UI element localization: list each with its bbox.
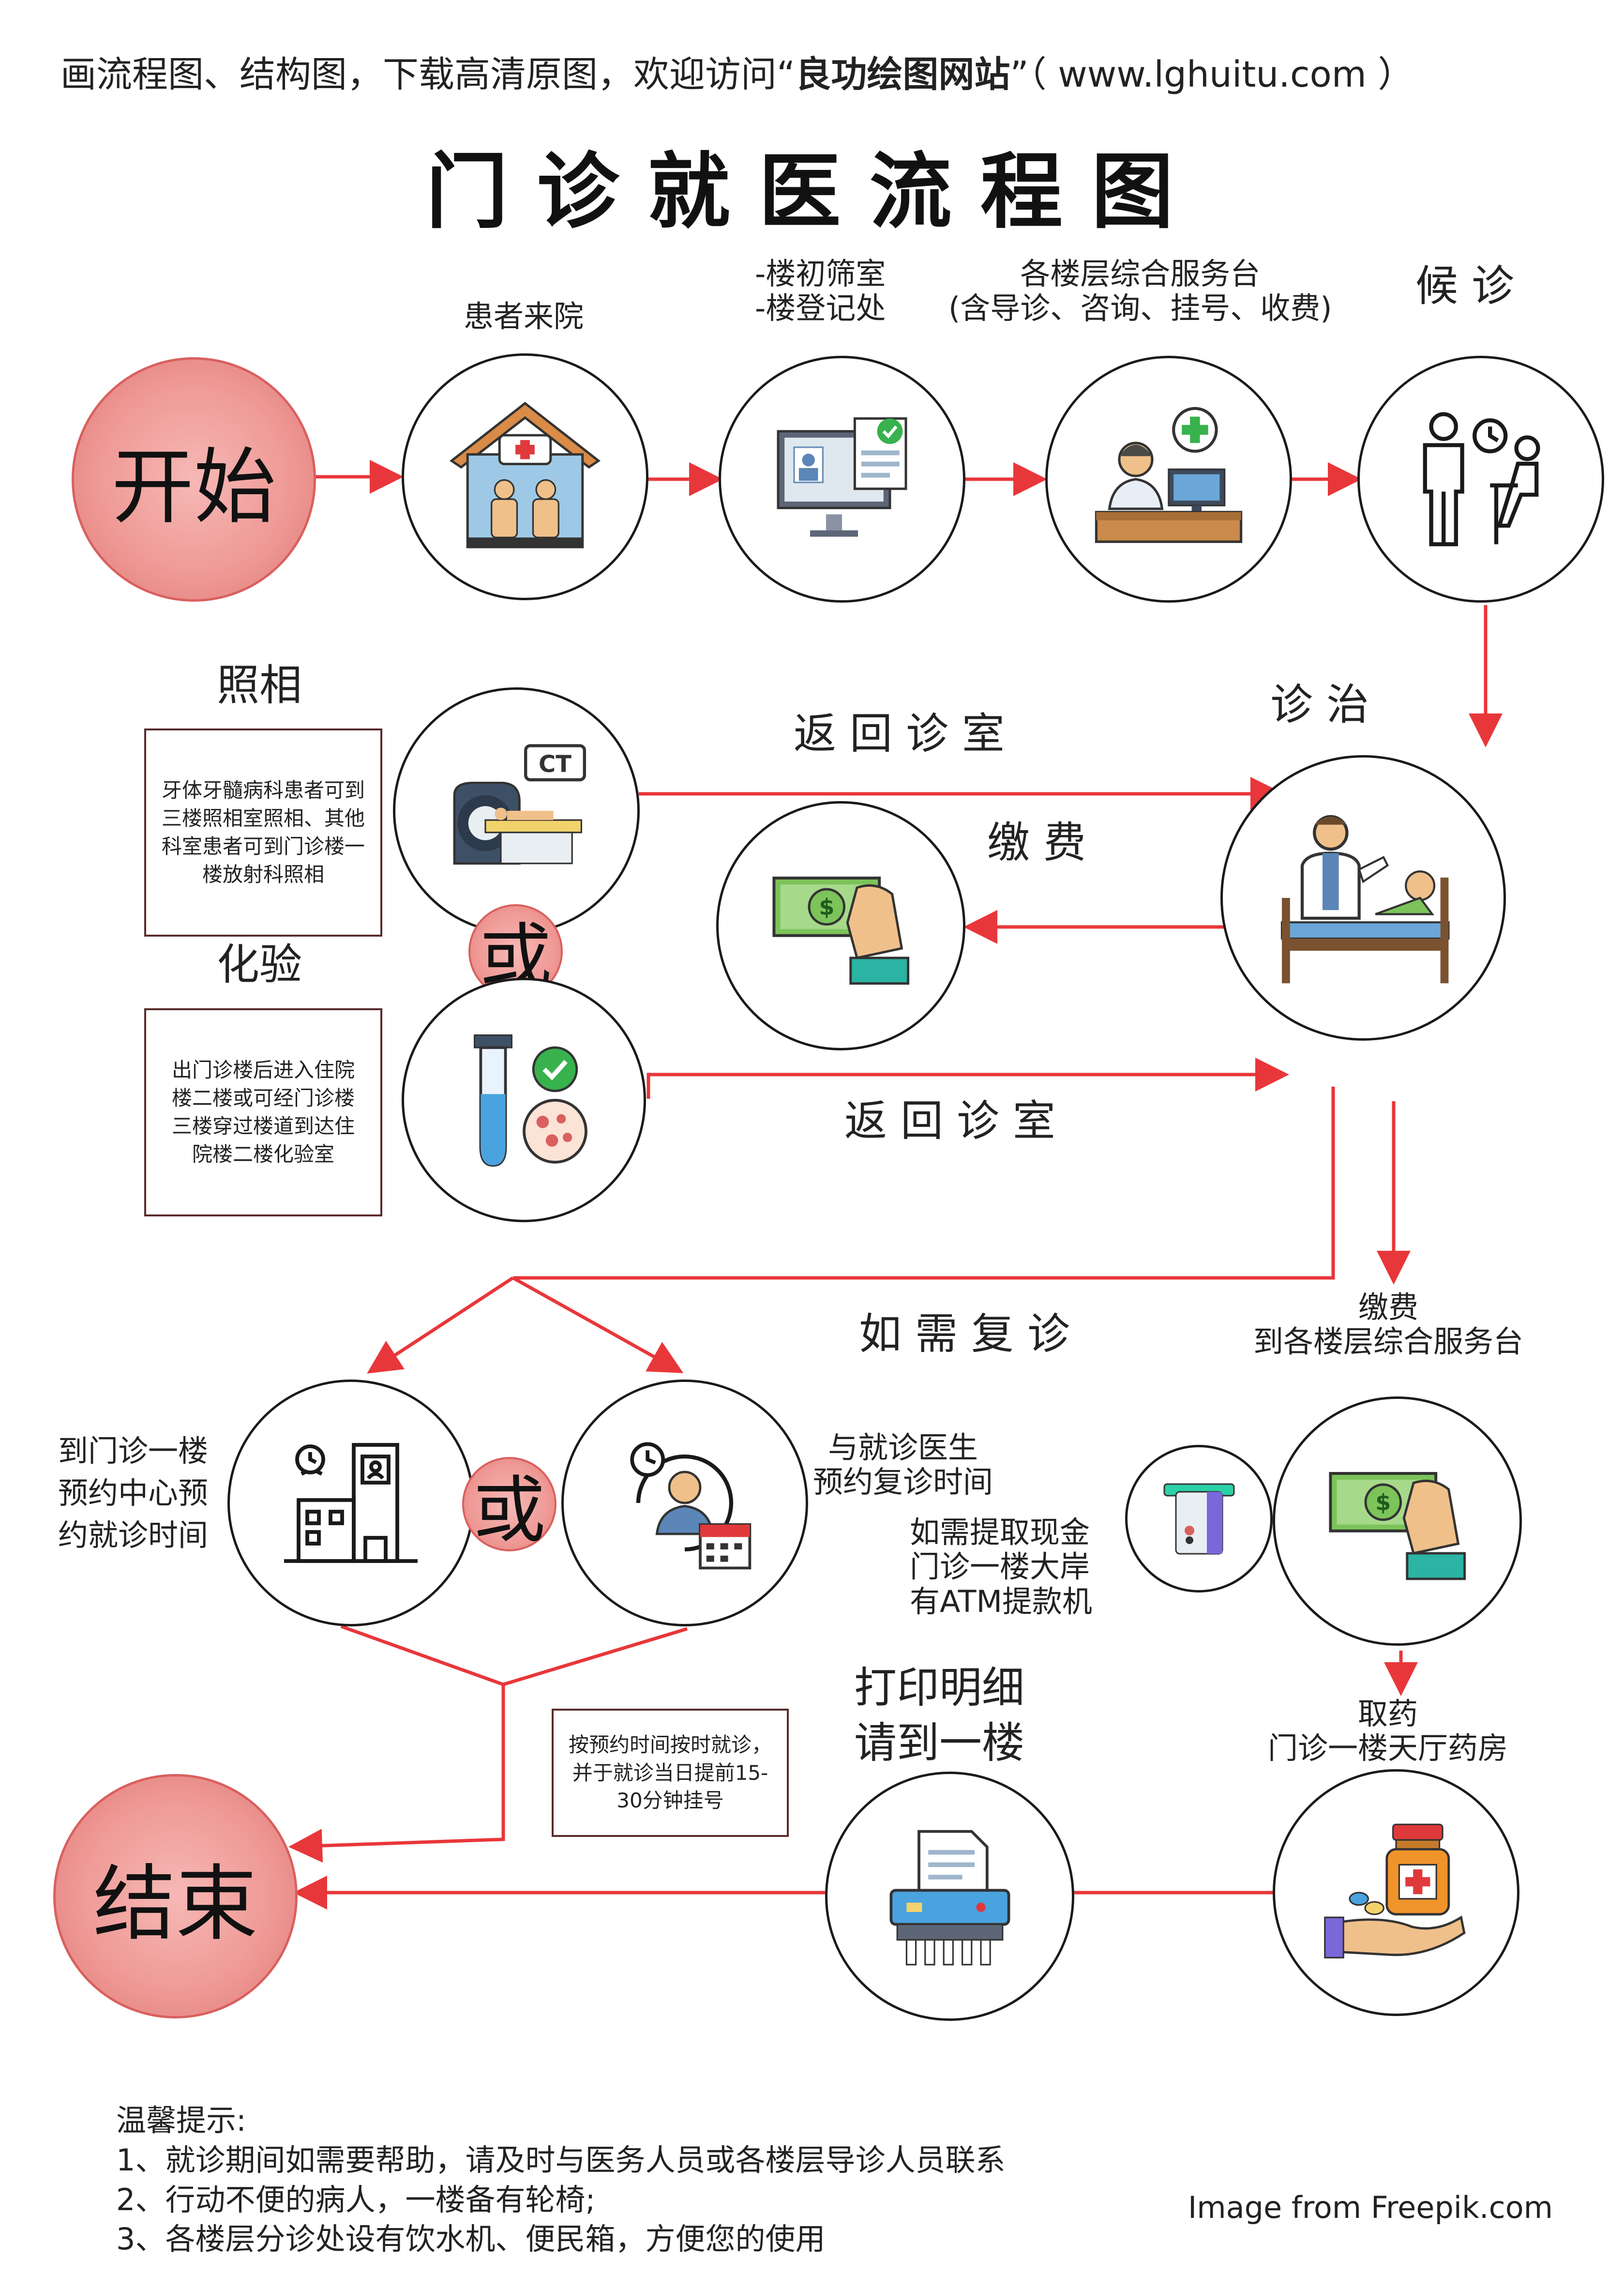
atm-line1: 如需提取现金: [910, 1515, 1090, 1550]
medicine-line1: 取药: [1358, 1696, 1418, 1731]
return-label-2: 返 回 诊 室: [844, 1096, 1055, 1146]
followup-note: 按预约时间按时就诊，并于就诊当日提前15-30分钟挂号: [552, 1709, 789, 1837]
svg-text:$: $: [819, 894, 834, 920]
appt-center-line1: 到门诊一楼: [58, 1433, 209, 1469]
treatment-label: 诊 治: [1270, 680, 1369, 729]
start-terminal: 开始: [72, 357, 316, 602]
medicine-line2: 门诊一楼天厅药房: [1268, 1730, 1508, 1766]
banner-suffix: ”（ www.lghuitu.com ）: [1010, 54, 1414, 95]
arrow-lab-return: [647, 1058, 1289, 1099]
hospital-icon: [449, 402, 601, 548]
appt-center-line3: 约就诊时间: [58, 1517, 209, 1553]
tips-item-3: 3、各楼层分诊处设有饮水机、便民箱，方便您的使用: [116, 2221, 826, 2257]
arrive-node: [402, 353, 648, 600]
banner: 画流程图、结构图，下载高清原图，欢迎访问“良功绘图网站”（ www.lghuit…: [60, 54, 1413, 95]
waiting-node: [1357, 356, 1604, 603]
screening-line2: -楼登记处: [755, 290, 886, 326]
print-node: [825, 1772, 1074, 2021]
arrow-split-left: [367, 1276, 514, 1374]
arrive-label: 患者来院: [464, 299, 584, 334]
screening-node: [719, 356, 965, 603]
lab-note: 出门诊楼后进入住院楼二楼或可经门诊楼三楼穿过楼道到达住院楼二楼化验室: [144, 1008, 382, 1216]
screening-line1: -楼初筛室: [755, 256, 886, 291]
svg-text:$: $: [1375, 1489, 1391, 1515]
svg-text:CT: CT: [539, 751, 571, 778]
reception-desk-icon: [1095, 407, 1243, 543]
medicine-bottle-icon: [1324, 1823, 1466, 1958]
line-merge-left: [340, 1624, 504, 1686]
appointment-building-icon: [284, 1443, 418, 1563]
pay-desk-line1: 缴费: [1358, 1289, 1419, 1325]
doctor-calendar-icon: [630, 1442, 752, 1570]
tips-block: 温馨提示: 1、就诊期间如需要帮助，请及时与医务人员或各楼层导诊人员联系 2、行…: [116, 2101, 1005, 2259]
screening-label: -楼初筛室 -楼登记处: [755, 257, 886, 326]
banner-site-name[interactable]: 良功绘图网站: [795, 54, 1010, 95]
arrow-split-right: [512, 1276, 684, 1373]
or-badge-2-label: 或: [473, 1469, 546, 1553]
pay-desk-line2: 到各楼层综合服务台: [1253, 1324, 1524, 1360]
end-terminal: 结束: [53, 1774, 298, 2018]
page-title: 门 诊 就 医 流 程 图: [426, 144, 1174, 240]
photo-note-text: 牙体牙髓病科患者可到三楼照相室照相、其他科室患者可到门诊楼一楼放射科照相: [161, 778, 365, 886]
lab-node: [402, 978, 646, 1222]
banner-prefix: 画流程图、结构图，下载高清原图，欢迎访问“: [60, 54, 796, 95]
tips-item-2: 2、行动不便的病人，一楼备有轮椅;: [116, 2182, 596, 2217]
service-desk-node: [1045, 356, 1292, 603]
ct-scanner-icon: CT: [453, 744, 586, 865]
pay-mid-node: $: [716, 801, 965, 1050]
line-treatment-down: [513, 1087, 1335, 1280]
appt-doctor-line2: 预约复诊时间: [813, 1464, 993, 1500]
photo-note: 牙体牙髓病科患者可到三楼照相室照相、其他科室患者可到门诊楼一楼放射科照相: [144, 728, 382, 937]
tips-heading: 温馨提示:: [116, 2103, 246, 2138]
test-tube-icon: [473, 1034, 587, 1167]
doctor-bed-icon: [1280, 815, 1450, 984]
photo-node: CT: [393, 687, 640, 934]
atm-label: 如需提取现金 门诊一楼大岸 有ATM提款机: [910, 1515, 1092, 1619]
arrow-merge-to-end: [288, 1684, 505, 1863]
followup-note-text: 按预约时间按时就诊，并于就诊当日提前15-30分钟挂号: [568, 1732, 772, 1813]
printer-icon: [889, 1830, 1010, 1965]
atm-line2: 门诊一楼大岸: [910, 1549, 1090, 1585]
revisit-label: 如 需 复 诊: [859, 1309, 1070, 1359]
return-label-1: 返 回 诊 室: [794, 709, 1005, 758]
service-desk-label: 各楼层综合服务台 (含导诊、咨询、挂号、收费): [948, 257, 1332, 326]
pay-desk-label: 缴费 到各楼层综合服务台: [1253, 1290, 1523, 1359]
lab-note-text: 出门诊楼后进入住院楼二楼或可经门诊楼三楼穿过楼道到达住院楼二楼化验室: [171, 1058, 355, 1166]
print-line2: 请到一楼: [854, 1718, 1025, 1768]
appt-doctor-label: 与就诊医生 预约复诊时间: [813, 1430, 993, 1500]
atm-card-icon: [1163, 1483, 1234, 1554]
service-desk-line2: (含导诊、咨询、挂号、收费): [948, 290, 1332, 326]
medicine-label: 取药 门诊一楼天厅药房: [1268, 1697, 1508, 1766]
waiting-label: 候 诊: [1415, 261, 1514, 311]
service-desk-line1: 各楼层综合服务台: [1020, 256, 1261, 291]
end-label: 结束: [93, 1856, 258, 1952]
tips-item-1: 1、就诊期间如需要帮助，请及时与医务人员或各楼层导诊人员联系: [116, 2142, 1006, 2178]
medicine-node: [1273, 1769, 1519, 2016]
treatment-node: [1220, 755, 1506, 1041]
appt-center-line2: 预约中心预: [58, 1475, 209, 1511]
cash-payment-icon: $: [1328, 1471, 1466, 1580]
appt-center-label: 到门诊一楼 预约中心预 约就诊时间: [58, 1430, 208, 1556]
pay-desk-node: $: [1273, 1396, 1522, 1646]
appt-center-node: [227, 1380, 474, 1626]
atm-line3: 有ATM提款机: [910, 1583, 1092, 1619]
appt-doctor-node: [561, 1380, 808, 1626]
or-badge-2: 或: [462, 1457, 556, 1553]
image-credit[interactable]: Image from Freepik.com: [1188, 2190, 1553, 2225]
pay-mid-label: 缴 费: [987, 818, 1086, 867]
start-label: 开始: [111, 439, 276, 535]
registration-computer-icon: [777, 417, 907, 537]
print-line1: 打印明细: [854, 1663, 1025, 1713]
waiting-patient-icon: [1423, 412, 1540, 546]
cash-payment-icon: $: [772, 876, 909, 985]
line-merge-right: [502, 1627, 688, 1686]
lab-label: 化验: [217, 940, 302, 989]
photo-label: 照相: [217, 660, 302, 710]
atm-node: [1125, 1445, 1273, 1592]
print-label: 打印明细 请到一楼: [854, 1660, 1024, 1771]
appt-doctor-line1: 与就诊医生: [828, 1430, 978, 1465]
